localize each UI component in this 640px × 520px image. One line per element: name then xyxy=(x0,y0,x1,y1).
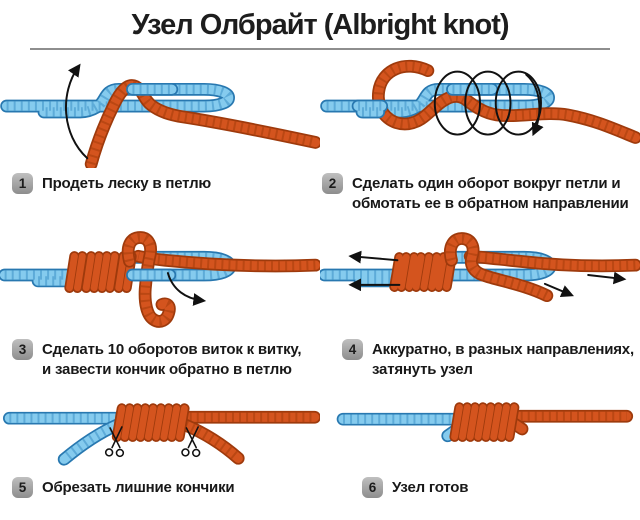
step-5-caption: 5 Обрезать лишние кончики xyxy=(0,472,320,520)
leader-line-orange xyxy=(176,417,315,458)
page-title: Узел Олбрайт (Albright knot) xyxy=(131,9,509,41)
step-1-panel: 1 Продеть леску в петлю xyxy=(0,50,320,216)
wrap-coil xyxy=(70,256,132,287)
curved-arrow-up-icon xyxy=(65,63,89,160)
step-4-number-badge: 4 xyxy=(342,338,363,360)
wrap-coil xyxy=(394,257,451,287)
step-4-caption: 4 Аккуратно, в разных направлениях, затя… xyxy=(320,334,640,382)
step-5-number-badge: 5 xyxy=(12,476,33,498)
figure-step-3 xyxy=(0,216,320,334)
wrap-coil xyxy=(117,408,185,436)
step-6-number-badge: 6 xyxy=(362,476,383,498)
leader-line-orange xyxy=(91,85,315,164)
leader-line-orange xyxy=(500,416,627,429)
step-1-text: Продеть леску в петлю xyxy=(42,174,212,192)
step-2-caption: 2 Сделать один оборот вокруг петли и обм… xyxy=(320,168,640,216)
step-1-number-badge: 1 xyxy=(12,172,33,194)
spiral-wrap-arrow-icon xyxy=(433,70,544,136)
step-2-number-badge: 2 xyxy=(322,172,343,194)
figure-step-5 xyxy=(0,382,320,472)
step-5-text: Обрезать лишние кончики xyxy=(42,478,235,496)
step-1-caption: 1 Продеть леску в петлю xyxy=(0,168,320,216)
step-3-number-badge: 3 xyxy=(12,338,33,360)
step-6-caption: 6 Узел готов xyxy=(320,472,640,520)
wrap-coil xyxy=(455,407,515,436)
curved-arrow-right-icon xyxy=(166,271,207,306)
figure-step-1 xyxy=(0,63,320,168)
steps-grid: 1 Продеть леску в петлю xyxy=(0,50,640,520)
scissors-icon xyxy=(181,426,201,458)
step-6-text: Узел готов xyxy=(392,478,469,496)
step-5-panel: 5 Обрезать лишние кончики xyxy=(0,382,320,520)
step-3-text: Сделать 10 оборотов виток к витку, и зав… xyxy=(42,340,302,378)
title-divider xyxy=(30,47,610,50)
step-3-caption: 3 Сделать 10 оборотов виток к витку, и з… xyxy=(0,334,320,382)
figure-step-2 xyxy=(320,50,640,168)
step-4-text: Аккуратно, в разных направлениях, затяну… xyxy=(372,340,634,378)
step-2-panel: 2 Сделать один оборот вокруг петли и обм… xyxy=(320,50,640,216)
pull-arrows-icon xyxy=(348,250,627,297)
figure-step-4 xyxy=(320,216,640,334)
figure-step-6 xyxy=(320,382,640,472)
leader-line-orange xyxy=(470,256,635,266)
step-6-panel: 6 Узел готов xyxy=(320,382,640,520)
step-3-panel: 3 Сделать 10 оборотов виток к витку, и з… xyxy=(0,216,320,382)
step-2-text: Сделать один оборот вокруг петли и обмот… xyxy=(352,174,629,212)
scissors-icon xyxy=(104,426,125,458)
step-4-panel: 4 Аккуратно, в разных направлениях, затя… xyxy=(320,216,640,382)
